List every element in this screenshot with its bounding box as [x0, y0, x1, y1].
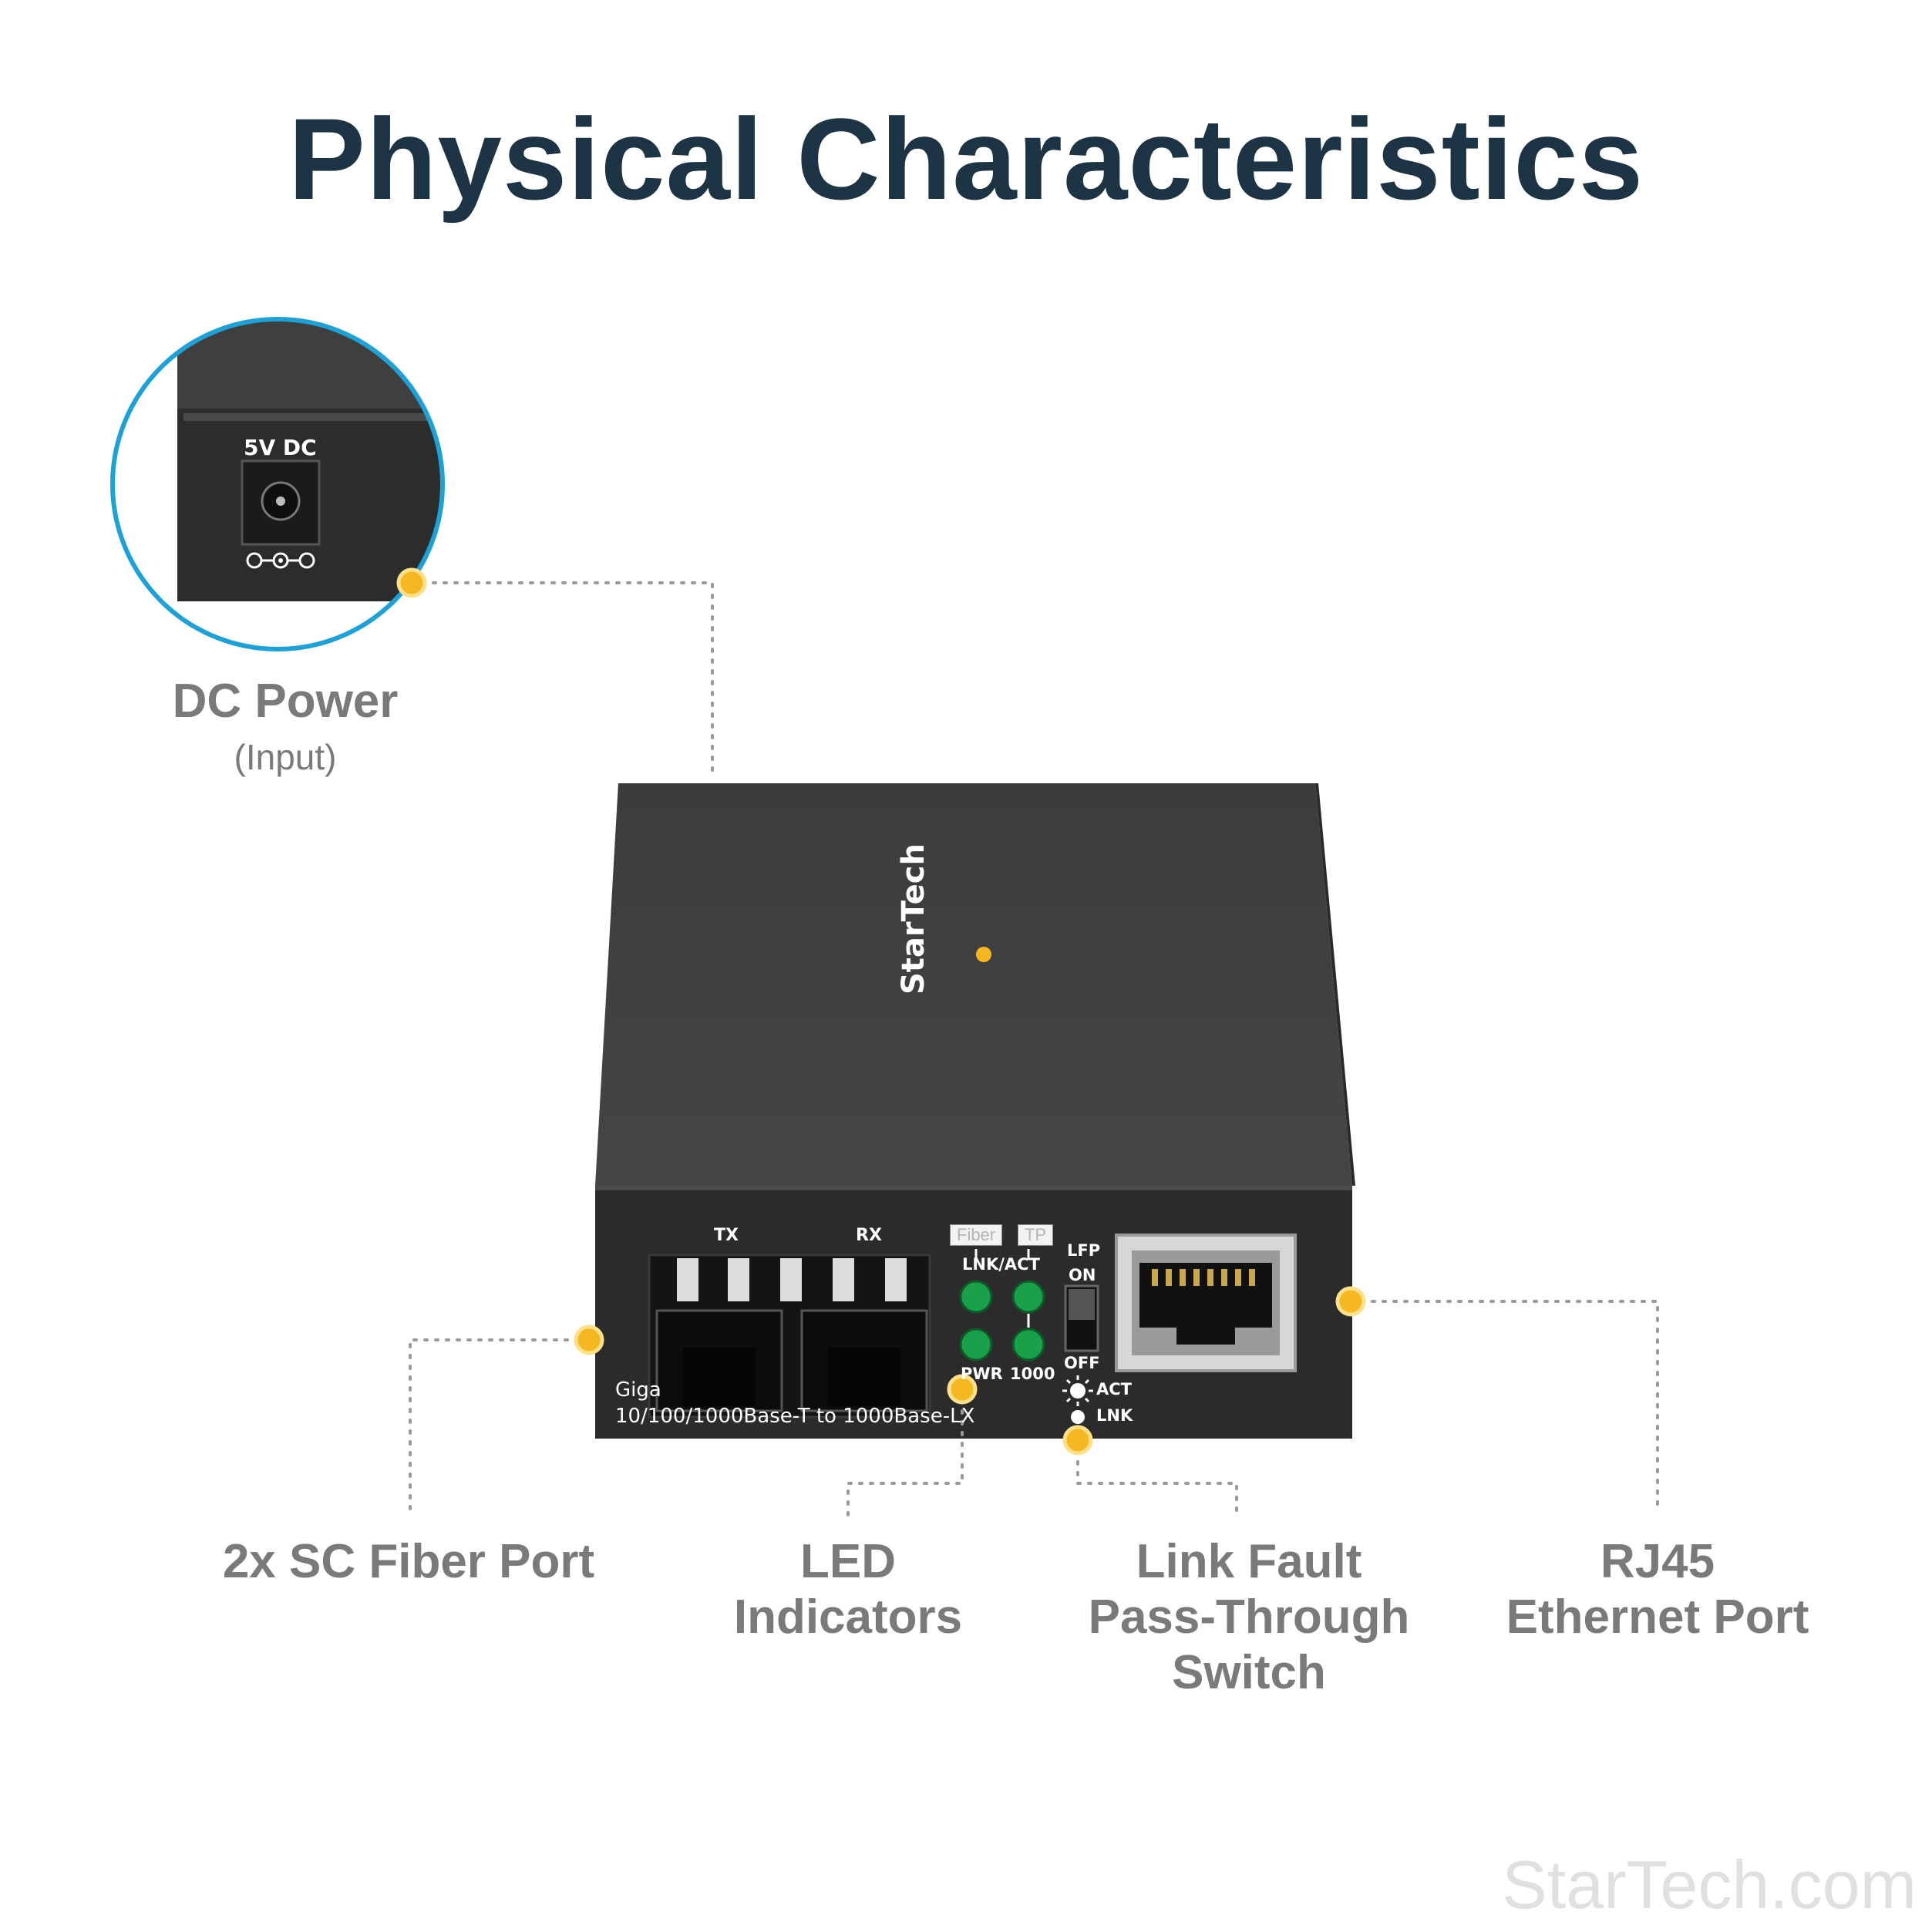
speed-label: 1000: [1010, 1365, 1055, 1383]
rx-label: RX: [856, 1226, 882, 1245]
tx-label: TX: [714, 1226, 739, 1245]
act-label: ACT: [1096, 1380, 1132, 1399]
device-brand-logo: StarTech: [896, 843, 931, 995]
model-line-2: 10/100/1000Base-T to 1000Base-LX: [615, 1405, 975, 1428]
pwr-label: PWR: [961, 1365, 1003, 1383]
lfp-label: LFP: [1067, 1241, 1101, 1260]
fiber-tag: Fiber: [950, 1224, 1003, 1246]
lfp-off-label: OFF: [1064, 1354, 1100, 1372]
brand-watermark: StarTech.com: [1502, 1846, 1917, 1923]
dc-power-callout: DC Power (Input): [123, 674, 447, 785]
led-callout: LED Indicators: [733, 1535, 963, 1644]
lnk-act-label: LNK/ACT: [962, 1255, 1040, 1274]
dc-power-inset: [110, 317, 445, 651]
lfp-callout: Link Fault Pass-Through Switch: [1088, 1535, 1410, 1699]
dc-power-sublabel: (Input): [234, 737, 337, 777]
sc-fiber-callout: 2x SC Fiber Port: [222, 1535, 595, 1588]
power-spec-label: 5V DC: [244, 435, 317, 460]
led-indicators: [959, 1249, 1045, 1361]
lnk-label: LNK: [1096, 1406, 1133, 1425]
tp-tag: TP: [1018, 1224, 1054, 1246]
leader-lines: [409, 581, 1659, 1519]
media-converter-device: [595, 783, 1355, 1439]
rj45-port: [1115, 1234, 1297, 1372]
callout-dots: [396, 567, 1366, 1456]
model-line-1: Giga: [615, 1378, 661, 1402]
dc-power-label: DC Power: [172, 675, 399, 728]
page-title: Physical Characteristics: [288, 94, 1644, 224]
lfp-on-label: ON: [1069, 1266, 1096, 1284]
rj45-callout: RJ45 Ethernet Port: [1506, 1535, 1809, 1644]
